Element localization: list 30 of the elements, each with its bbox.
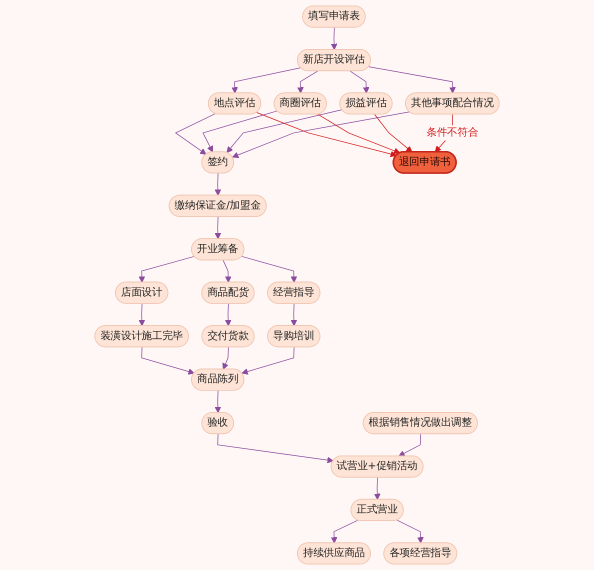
arrow [374, 114, 412, 152]
arrow [368, 66, 456, 94]
arrow [222, 346, 229, 370]
arrow [398, 434, 422, 457]
arrow [141, 346, 195, 375]
arrow [214, 173, 222, 196]
arrow [138, 256, 195, 283]
arrow [214, 390, 222, 414]
arrow [242, 346, 294, 375]
arrow [330, 520, 358, 544]
arrow [222, 260, 232, 283]
arrow [318, 114, 400, 154]
arrow [138, 303, 146, 326]
arrow [224, 303, 232, 326]
arrow [174, 113, 216, 155]
arrow [226, 109, 342, 153]
arrow [350, 70, 370, 94]
arrow [256, 112, 397, 158]
arrow [330, 27, 338, 50]
arrow [290, 303, 298, 326]
arrow [217, 434, 334, 464]
arrow [202, 110, 278, 152]
arrow [232, 112, 410, 158]
edge-label: 条件不符合 [426, 126, 478, 138]
arrow [396, 520, 424, 544]
arrow [242, 256, 298, 283]
arrow [297, 70, 318, 94]
arrow [232, 67, 302, 94]
arrow [374, 477, 381, 500]
arrow [214, 216, 222, 240]
